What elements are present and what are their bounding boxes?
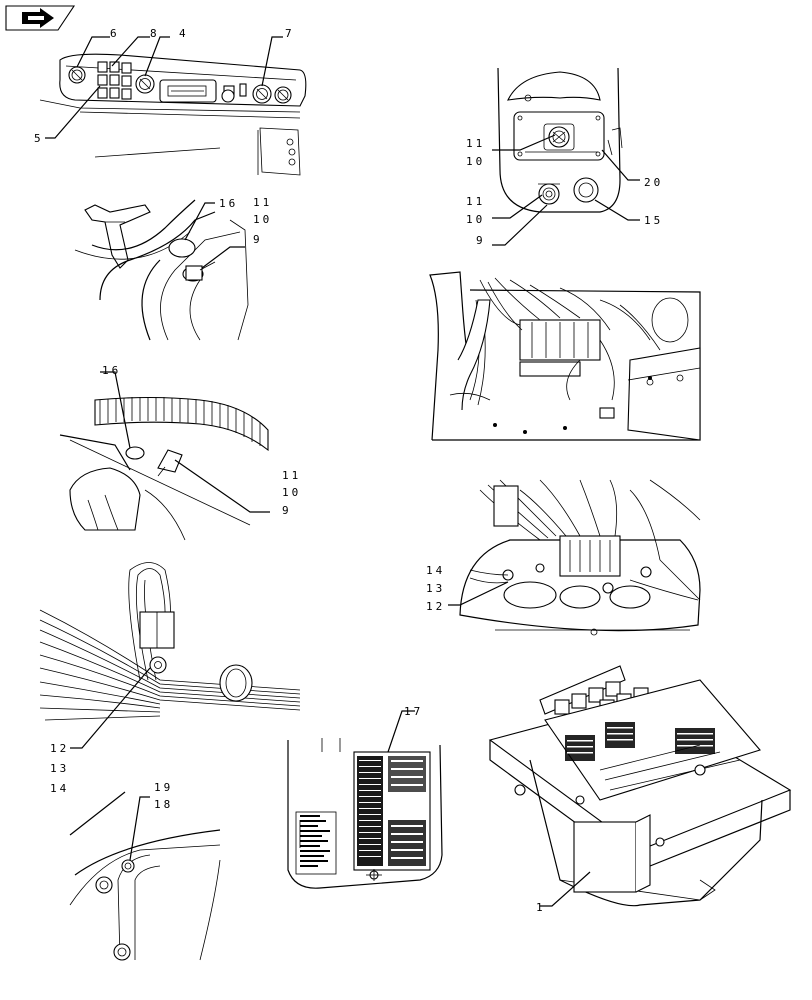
callout-19: 19 bbox=[154, 781, 173, 794]
grab-handle-socket-view bbox=[74, 199, 249, 341]
decal-panel-view bbox=[287, 738, 443, 889]
callout-13: 13 bbox=[50, 762, 69, 775]
fuse-relay-box-view bbox=[488, 665, 792, 907]
callout-14: 14 bbox=[426, 564, 445, 577]
callout-16: 16 bbox=[219, 197, 238, 210]
callout-12: 12 bbox=[50, 742, 69, 755]
callout-11: 11 bbox=[466, 137, 485, 150]
callout-9: 9 bbox=[282, 504, 292, 517]
callout-10: 10 bbox=[466, 213, 485, 226]
callout-labels: 6 8 4 7 5 16 11 10 9 16 11 10 9 12 13 14… bbox=[34, 27, 663, 914]
harness-relay-view bbox=[429, 271, 701, 441]
callout-4: 4 bbox=[179, 27, 189, 40]
callout-1: 1 bbox=[536, 901, 546, 914]
callout-9: 9 bbox=[476, 234, 486, 247]
conduit-socket-view bbox=[59, 396, 269, 541]
dashboard-switch-panel bbox=[39, 53, 307, 176]
callout-20: 20 bbox=[644, 176, 663, 189]
arrow-right-icon[interactable] bbox=[5, 5, 76, 31]
callout-11: 11 bbox=[253, 196, 272, 209]
console-connector-view bbox=[497, 67, 623, 213]
callout-6: 6 bbox=[110, 27, 120, 40]
callout-12: 12 bbox=[426, 600, 445, 613]
callout-10: 10 bbox=[466, 155, 485, 168]
callout-18: 18 bbox=[154, 798, 173, 811]
callout-11: 11 bbox=[282, 469, 301, 482]
callout-15: 15 bbox=[644, 214, 663, 227]
bolt-detail-view bbox=[69, 791, 221, 961]
callout-5: 5 bbox=[34, 132, 44, 145]
callout-16: 16 bbox=[102, 364, 121, 377]
callout-9: 9 bbox=[253, 233, 263, 246]
ground-stud-view bbox=[459, 479, 701, 636]
callout-10: 10 bbox=[253, 213, 272, 226]
callout-13: 13 bbox=[426, 582, 445, 595]
callout-14: 14 bbox=[50, 782, 69, 795]
callout-7: 7 bbox=[285, 27, 295, 40]
callout-10: 10 bbox=[282, 486, 301, 499]
callout-17: 17 bbox=[404, 705, 423, 718]
callout-8: 8 bbox=[150, 27, 160, 40]
wire-harness-view bbox=[39, 562, 301, 721]
callout-11: 11 bbox=[466, 195, 485, 208]
